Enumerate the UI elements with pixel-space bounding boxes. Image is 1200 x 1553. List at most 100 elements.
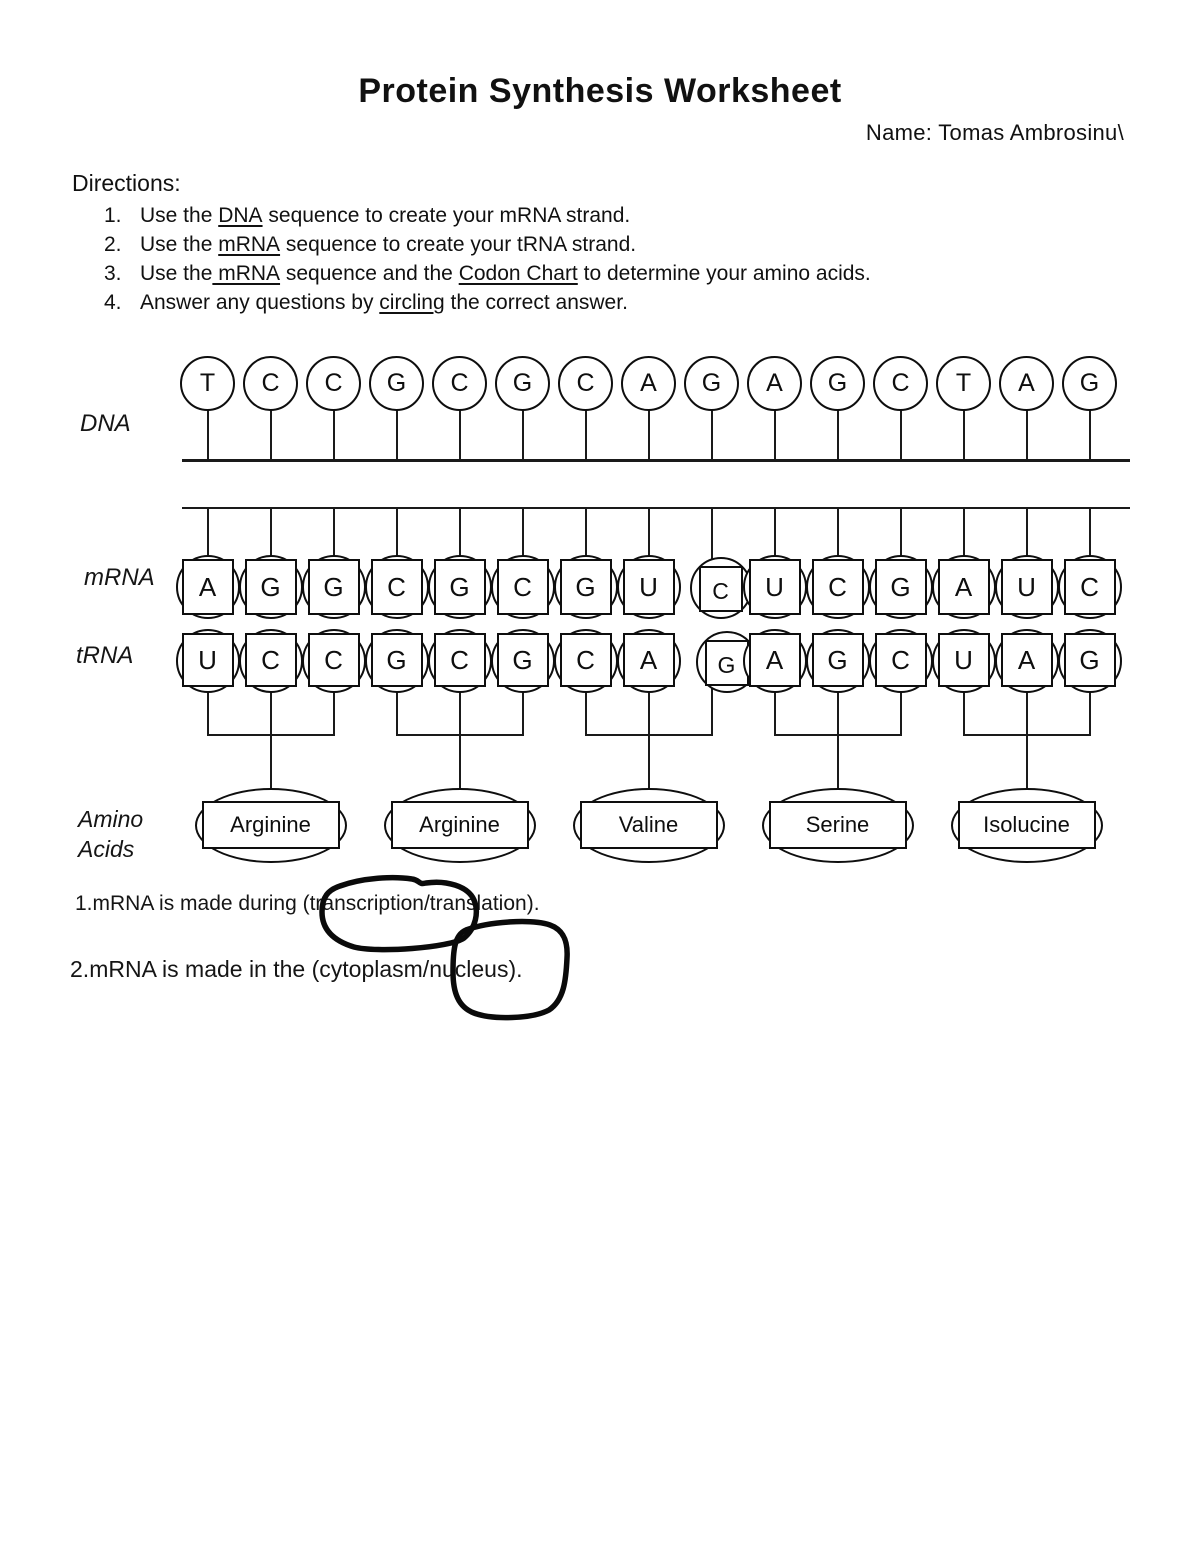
mrna-nucleotide-square: G	[559, 559, 612, 615]
trna-nucleotide-square: U	[937, 633, 990, 687]
amino-acid-stem	[1025, 688, 1028, 790]
codon-bracket-right	[899, 688, 902, 736]
dna-row-label: DNA	[80, 410, 131, 437]
question-text: mRNA is made during (transcription/trans…	[92, 892, 540, 915]
amino-acid-label: Isolucine	[957, 801, 1096, 849]
dna-nucleotide-circle: A	[621, 356, 676, 411]
item-text: sequence and the	[280, 262, 459, 285]
dna-stem	[899, 408, 902, 460]
dna-backbone-line	[182, 459, 1130, 462]
mrna-stem	[1025, 509, 1028, 559]
item-text: Use the	[140, 262, 213, 285]
trna-nucleotide-square: C	[433, 633, 486, 687]
dna-stem	[1025, 408, 1028, 460]
amino-acid-label: Serine	[768, 801, 907, 849]
trna-row-label: tRNA	[76, 642, 134, 669]
amino-acid-label: Valine	[579, 801, 718, 849]
trna-nucleotide-square: U	[181, 633, 234, 687]
item-number: 2.	[104, 233, 122, 256]
dna-stem	[395, 408, 398, 460]
amino-acid-stem	[458, 688, 461, 790]
item-text: Answer any questions by	[140, 291, 380, 314]
trna-nucleotide-square: G	[704, 640, 749, 686]
dna-nucleotide-circle: T	[936, 356, 991, 411]
trna-nucleotide-square: G	[1063, 633, 1116, 687]
dna-stem	[836, 408, 839, 460]
mrna-row-label: mRNA	[84, 564, 155, 591]
question-1: 1.mRNA is made during (transcription/tra…	[75, 892, 540, 916]
amino-acids-label-line2: Acids	[78, 836, 135, 862]
codon-bracket-right	[332, 688, 335, 736]
mrna-stem	[836, 509, 839, 559]
codon-bracket-right	[710, 688, 713, 736]
dna-stem	[962, 408, 965, 460]
amino-acid-label: Arginine	[390, 801, 529, 849]
codon-bracket-left	[962, 688, 965, 736]
mrna-nucleotide-square: G	[307, 559, 360, 615]
mrna-stem	[1088, 509, 1091, 559]
mrna-nucleotide-square: C	[811, 559, 864, 615]
mrna-backbone-line	[182, 507, 1130, 509]
codon-bracket-right	[521, 688, 524, 736]
dna-nucleotide-circle: T	[180, 356, 235, 411]
trna-nucleotide-square: A	[622, 633, 675, 687]
mrna-stem	[899, 509, 902, 559]
mrna-nucleotide-square: U	[748, 559, 801, 615]
item-text: Use the	[140, 204, 219, 227]
direction-item: 2.Use the mRNA sequence to create your t…	[104, 230, 871, 259]
dna-stem	[332, 408, 335, 460]
item-underlined: Codon Chart	[458, 262, 578, 285]
dna-nucleotide-circle: G	[369, 356, 424, 411]
dna-nucleotide-circle: G	[1062, 356, 1117, 411]
dna-nucleotide-circle: C	[873, 356, 928, 411]
trna-nucleotide-square: C	[307, 633, 360, 687]
mrna-stem	[269, 509, 272, 559]
mrna-nucleotide-square: G	[433, 559, 486, 615]
dna-nucleotide-circle: C	[243, 356, 298, 411]
dna-stem	[521, 408, 524, 460]
trna-nucleotide-square: A	[1000, 633, 1053, 687]
dna-nucleotide-circle: G	[810, 356, 865, 411]
item-text: the correct answer.	[444, 291, 628, 314]
dna-stem	[1088, 408, 1091, 460]
mrna-nucleotide-square: C	[496, 559, 549, 615]
dna-stem	[710, 408, 713, 460]
item-text: Use the	[140, 233, 219, 256]
dna-stem	[269, 408, 272, 460]
mrna-nucleotide-square: A	[937, 559, 990, 615]
item-number: 4.	[104, 291, 122, 314]
dna-nucleotide-circle: G	[684, 356, 739, 411]
dna-nucleotide-circle: A	[999, 356, 1054, 411]
dna-nucleotide-circle: G	[495, 356, 550, 411]
item-underlined: DNA	[218, 204, 263, 227]
mrna-nucleotide-square: G	[874, 559, 927, 615]
item-text: sequence to create your tRNA strand.	[280, 233, 637, 256]
question-number: 2.	[70, 956, 90, 982]
direction-item: 3.Use the mRNA sequence and the Codon Ch…	[104, 259, 871, 288]
trna-nucleotide-square: C	[559, 633, 612, 687]
codon-bracket-left	[584, 688, 587, 736]
directions-heading: Directions:	[72, 170, 181, 196]
question-text: mRNA is made in the (cytoplasm/nucleus).	[89, 956, 523, 982]
item-text: to determine your amino acids.	[577, 262, 871, 285]
item-underlined: circling	[379, 291, 445, 314]
mrna-stem	[773, 509, 776, 559]
amino-acid-stem	[269, 688, 272, 790]
item-underlined: mRNA	[212, 262, 281, 285]
trna-nucleotide-square: C	[244, 633, 297, 687]
amino-acid-stem	[836, 688, 839, 790]
mrna-nucleotide-square: U	[622, 559, 675, 615]
amino-acids-label-line1: Amino	[78, 806, 144, 832]
trna-nucleotide-square: C	[874, 633, 927, 687]
dna-stem	[584, 408, 587, 460]
amino-acid-stem	[647, 688, 650, 790]
mrna-stem	[962, 509, 965, 559]
dna-stem	[773, 408, 776, 460]
dna-nucleotide-circle: C	[432, 356, 487, 411]
mrna-nucleotide-square: C	[698, 566, 743, 612]
direction-item: 4. Answer any questions by circling the c…	[104, 288, 871, 317]
amino-acid-label: Arginine	[201, 801, 340, 849]
dna-stem	[206, 408, 209, 460]
mrna-nucleotide-square: C	[370, 559, 423, 615]
